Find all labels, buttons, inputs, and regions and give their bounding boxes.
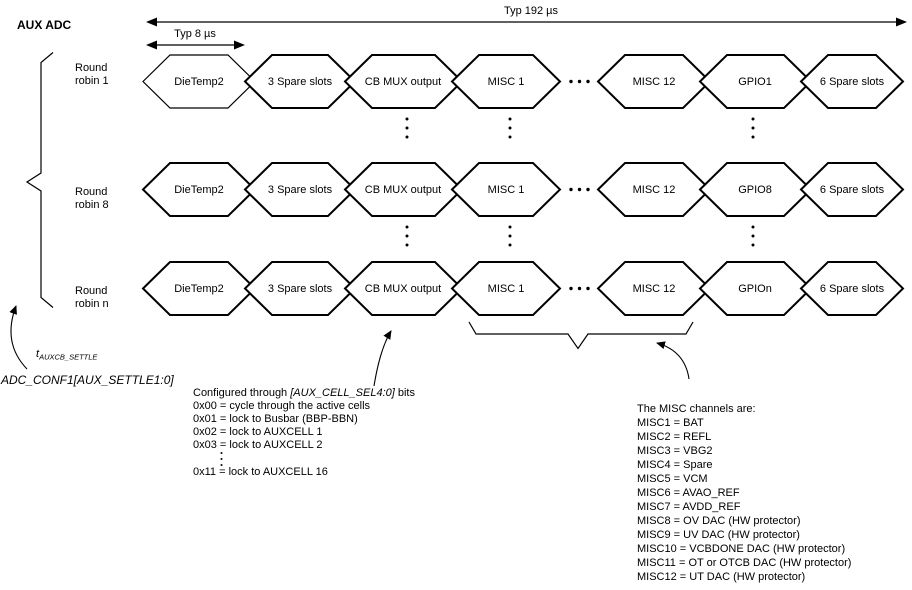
row1-slot-label: 3 Spare slots [268,76,333,88]
cell-sel-note-line: 0x00 = cycle through the active cells [193,400,371,412]
row3-label-line2: robin n [75,298,109,310]
misc-note-line: MISC3 = VBG2 [637,445,713,457]
misc-note-line: MISC1 = BAT [637,417,704,429]
row3-slot-label: DieTemp2 [174,283,224,295]
row1-label-line1: Round [75,62,107,74]
row1-label-line2: robin 1 [75,75,109,87]
row2-slot-label: CB MUX output [365,184,441,196]
row2-slot-label: 3 Spare slots [268,184,333,196]
cell-sel-note-line: 0x11 = lock to AUXCELL 16 [193,466,328,478]
row3-slot-label: MISC 12 [633,283,676,295]
row1-slot-label: 6 Spare slots [820,76,885,88]
misc-note-line: MISC11 = OT or OTCB DAC (HW protector) [637,557,851,569]
ellipsis-dots [405,117,755,139]
misc-note-line: MISC8 = OV DAC (HW protector) [637,515,801,527]
settle-register-label: ADC_CONF1[AUX_SETTLE1:0] [0,373,174,387]
row1-slot-label: GPIO1 [738,76,772,88]
row2-slot-label: GPIO8 [738,184,772,196]
row2-slot-label: 6 Spare slots [820,184,885,196]
settle-annotation-arrow [9,305,28,370]
row3-slot-label: 6 Spare slots [820,283,885,295]
ellipsis-dots [405,225,755,247]
round-robin-bracket [25,52,54,308]
cell-sel-note-line: 0x01 = lock to Busbar (BBP-BBN) [193,413,358,425]
arrow-left-icon [146,40,157,50]
misc-note-line: MISC6 = AVAO_REF [637,487,740,499]
arrow-right-icon [234,40,245,50]
cell-sel-note-heading: Configured through [AUX_CELL_SEL4:0] bit… [193,387,415,399]
settle-time-symbol: tAUXCB_SETTLE [36,348,98,362]
misc-note-line: MISC2 = REFL [637,431,711,443]
row3-slot-label: CB MUX output [365,283,441,295]
row1-slot-label: MISC 12 [633,76,676,88]
ellipsis-dots [220,452,223,466]
misc-channels-note: The MISC channels are: MISC1 = BAT MISC2… [637,403,851,583]
row1-slot-label: DieTemp2 [174,76,224,88]
misc-note-line: MISC7 = AVDD_REF [637,501,741,513]
misc-note-line: MISC10 = VCBDONE DAC (HW protector) [637,543,845,555]
row3-slot-label: 3 Spare slots [268,283,333,295]
row2-label-line2: robin 8 [75,199,109,211]
slot-time-label: Typ 8 µs [174,28,216,40]
row1-slot-label: MISC 1 [488,76,525,88]
misc-note-line: MISC12 = UT DAC (HW protector) [637,571,805,583]
row3-slot-label: GPIOn [738,283,772,295]
row1-slot-label: CB MUX output [365,76,441,88]
row2-slot-label: DieTemp2 [174,184,224,196]
row3-label-line1: Round [75,285,107,297]
row2-slot-label: MISC 12 [633,184,676,196]
arrow-right-icon [896,17,907,27]
row1-hexagons [244,54,904,109]
misc-note-line: MISC9 = UV DAC (HW protector) [637,529,800,541]
row2-slot-label: MISC 1 [488,184,525,196]
row2-label-line1: Round [75,186,107,198]
arrow-left-icon [146,17,157,27]
misc-note-line: MISC5 = VCM [637,473,708,485]
cell-sel-note: Configured through [AUX_CELL_SEL4:0] bit… [193,387,415,478]
row3-slot-label: MISC 1 [488,283,525,295]
cbmux-annotation-arrow [373,330,392,387]
cell-sel-note-line: 0x02 = lock to AUXCELL 1 [193,426,323,438]
total-time-label: Typ 192 µs [504,5,559,17]
misc-annotation-arrow [656,341,690,380]
cell-sel-note-line: 0x03 = lock to AUXCELL 2 [193,439,323,451]
row2-hexagons [244,162,904,217]
diagram-title: AUX ADC [17,18,72,32]
row3-hexagons [244,261,904,316]
misc-note-heading: The MISC channels are: [637,403,756,415]
misc-span-brace [468,321,694,350]
misc-note-line: MISC4 = Spare [637,459,713,471]
